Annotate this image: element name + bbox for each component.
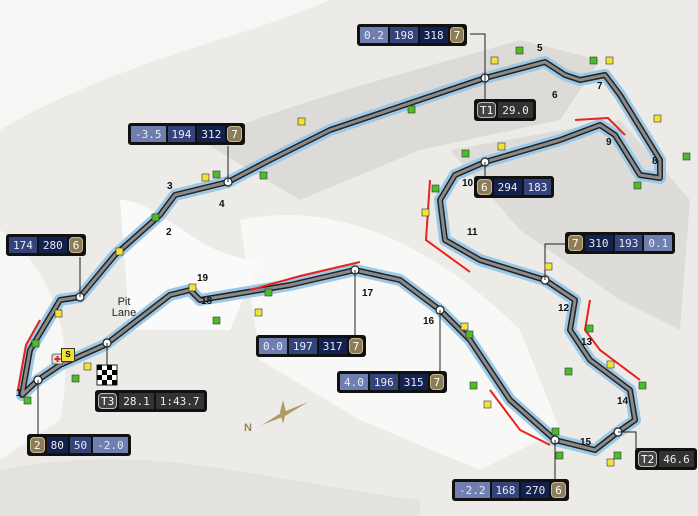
telemetry-value: 46.6 xyxy=(659,451,694,467)
sector-tag: T3 xyxy=(98,393,118,409)
turn-18-label: 18 xyxy=(201,296,213,307)
turn-16-label: 16 xyxy=(423,316,435,327)
turn-12-label: 12 xyxy=(558,303,570,314)
safety-car-marker: S xyxy=(61,348,75,362)
telemetry-value: 270 xyxy=(521,482,550,498)
turn-19-label: 19 xyxy=(197,273,209,284)
medical-center-icon xyxy=(51,353,64,365)
telemetry-value: 294 xyxy=(493,179,522,195)
telemetry-value: 168 xyxy=(491,482,520,498)
telemetry-value: 317 xyxy=(318,338,347,354)
turn-7-label: 7 xyxy=(597,81,603,92)
gear-badge: 6 xyxy=(68,237,84,253)
telemetry-value: 50 xyxy=(69,437,92,453)
turn-4-label: 4 xyxy=(219,199,225,210)
sector-tag: T2 xyxy=(638,451,658,467)
turn-1-label: 1 xyxy=(16,388,22,399)
turn-10-label: 10 xyxy=(462,178,474,189)
pit-lane-label: Pit Lane xyxy=(111,296,137,319)
telemetry-value: 183 xyxy=(523,179,552,195)
gear-badge: 6 xyxy=(551,482,566,498)
turn-15-label: 15 xyxy=(580,437,592,448)
telemetry-value: 80 xyxy=(46,437,68,453)
turn-5-label: 5 xyxy=(537,43,543,54)
telemetry-value: 0.1 xyxy=(644,235,673,251)
telemetry-value: 280 xyxy=(38,237,67,253)
turn-6-label: 6 xyxy=(552,90,558,101)
turn-17-label: 17 xyxy=(362,288,374,299)
gear-badge: 7 xyxy=(348,338,364,354)
compass-north-label: N xyxy=(244,422,252,434)
turn-3-label: 3 xyxy=(167,181,173,192)
turn-11-label: 11 xyxy=(467,227,478,238)
telemetry-value: 196 xyxy=(369,374,398,390)
telemetry-value: 315 xyxy=(399,374,428,390)
compass-rose-icon xyxy=(262,400,308,425)
telemetry-value: 0.2 xyxy=(360,27,388,43)
gear-badge: 7 xyxy=(429,374,445,390)
gear-badge: 7 xyxy=(227,126,242,142)
telemetry-value: 4.0 xyxy=(340,374,368,390)
turn-8-label: 8 xyxy=(652,156,658,167)
telemetry-value: 197 xyxy=(288,338,317,354)
telemetry-value: 1:43.7 xyxy=(155,393,204,409)
telemetry-value: 29.0 xyxy=(498,102,533,118)
telemetry-value: -2.2 xyxy=(455,482,490,498)
marshal-posts xyxy=(23,46,691,467)
telemetry-value: 193 xyxy=(614,235,643,251)
telemetry-value: 198 xyxy=(389,27,418,43)
telemetry-value: 174 xyxy=(9,237,37,253)
telemetry-value: 28.1 xyxy=(119,393,154,409)
telemetry-value: 312 xyxy=(197,126,226,142)
sector-tag: T1 xyxy=(477,102,497,118)
turn-14-label: 14 xyxy=(617,396,629,407)
gear-badge: 6 xyxy=(477,179,492,195)
track xyxy=(16,56,666,456)
telemetry-value: 194 xyxy=(167,126,196,142)
turn-2-label: 2 xyxy=(166,227,172,238)
turn-13-label: 13 xyxy=(581,337,593,348)
telemetry-value: -3.5 xyxy=(131,126,166,142)
gear-badge: 7 xyxy=(568,235,583,251)
gear-badge: 2 xyxy=(30,437,45,453)
telemetry-value: 0.0 xyxy=(259,338,287,354)
checkered-flag-icon xyxy=(96,364,118,386)
telemetry-value: 318 xyxy=(419,27,448,43)
telemetry-value: -2.0 xyxy=(93,437,128,453)
gear-badge: 7 xyxy=(449,27,465,43)
turn-9-label: 9 xyxy=(606,137,612,148)
telemetry-value: 310 xyxy=(584,235,613,251)
